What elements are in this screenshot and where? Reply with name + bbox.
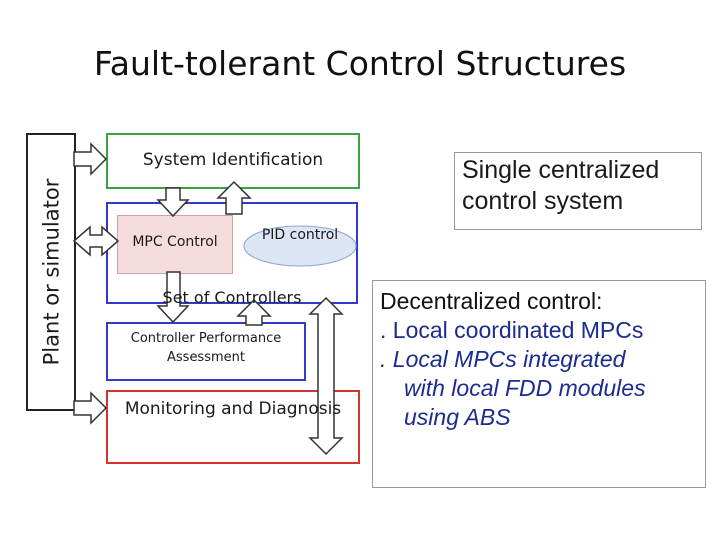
mpc-control-label: MPC Control	[132, 234, 218, 250]
decentralized-text: Decentralized control: . Local coordinat…	[380, 287, 646, 432]
pid-control-label: PID control	[261, 227, 339, 243]
page-title: Fault-tolerant Control Structures	[93, 44, 627, 83]
monitoring-diagnosis-label: Monitoring and Diagnosis	[124, 399, 342, 419]
controller-performance-box	[106, 322, 306, 381]
decentralized-line: . Local coordinated MPCs	[380, 317, 644, 343]
decentralized-line: . Local MPCs integrated	[380, 346, 626, 372]
decentralized-line: Decentralized control:	[380, 288, 603, 314]
system-identification-label: System Identification	[142, 150, 324, 170]
single-centralized-text: Single centralized control system	[462, 156, 660, 215]
controller-performance-label: Controller Performance Assessment	[130, 331, 282, 365]
arrow-to-identification	[73, 142, 108, 176]
set-of-controllers-label: Set of Controllers	[162, 288, 302, 307]
plant-label: Plant or simulator	[39, 178, 64, 366]
decentralized-line: using ABS	[404, 404, 511, 430]
decentralized-box	[372, 280, 706, 488]
decentralized-line: with local FDD modules	[404, 375, 646, 401]
plant-label-wrap: Plant or simulator	[26, 133, 76, 411]
single-centralized-box	[454, 152, 702, 230]
plant-box	[26, 133, 76, 411]
arrow-to-monitoring	[73, 391, 108, 425]
monitoring-diagnosis-box	[106, 390, 360, 464]
